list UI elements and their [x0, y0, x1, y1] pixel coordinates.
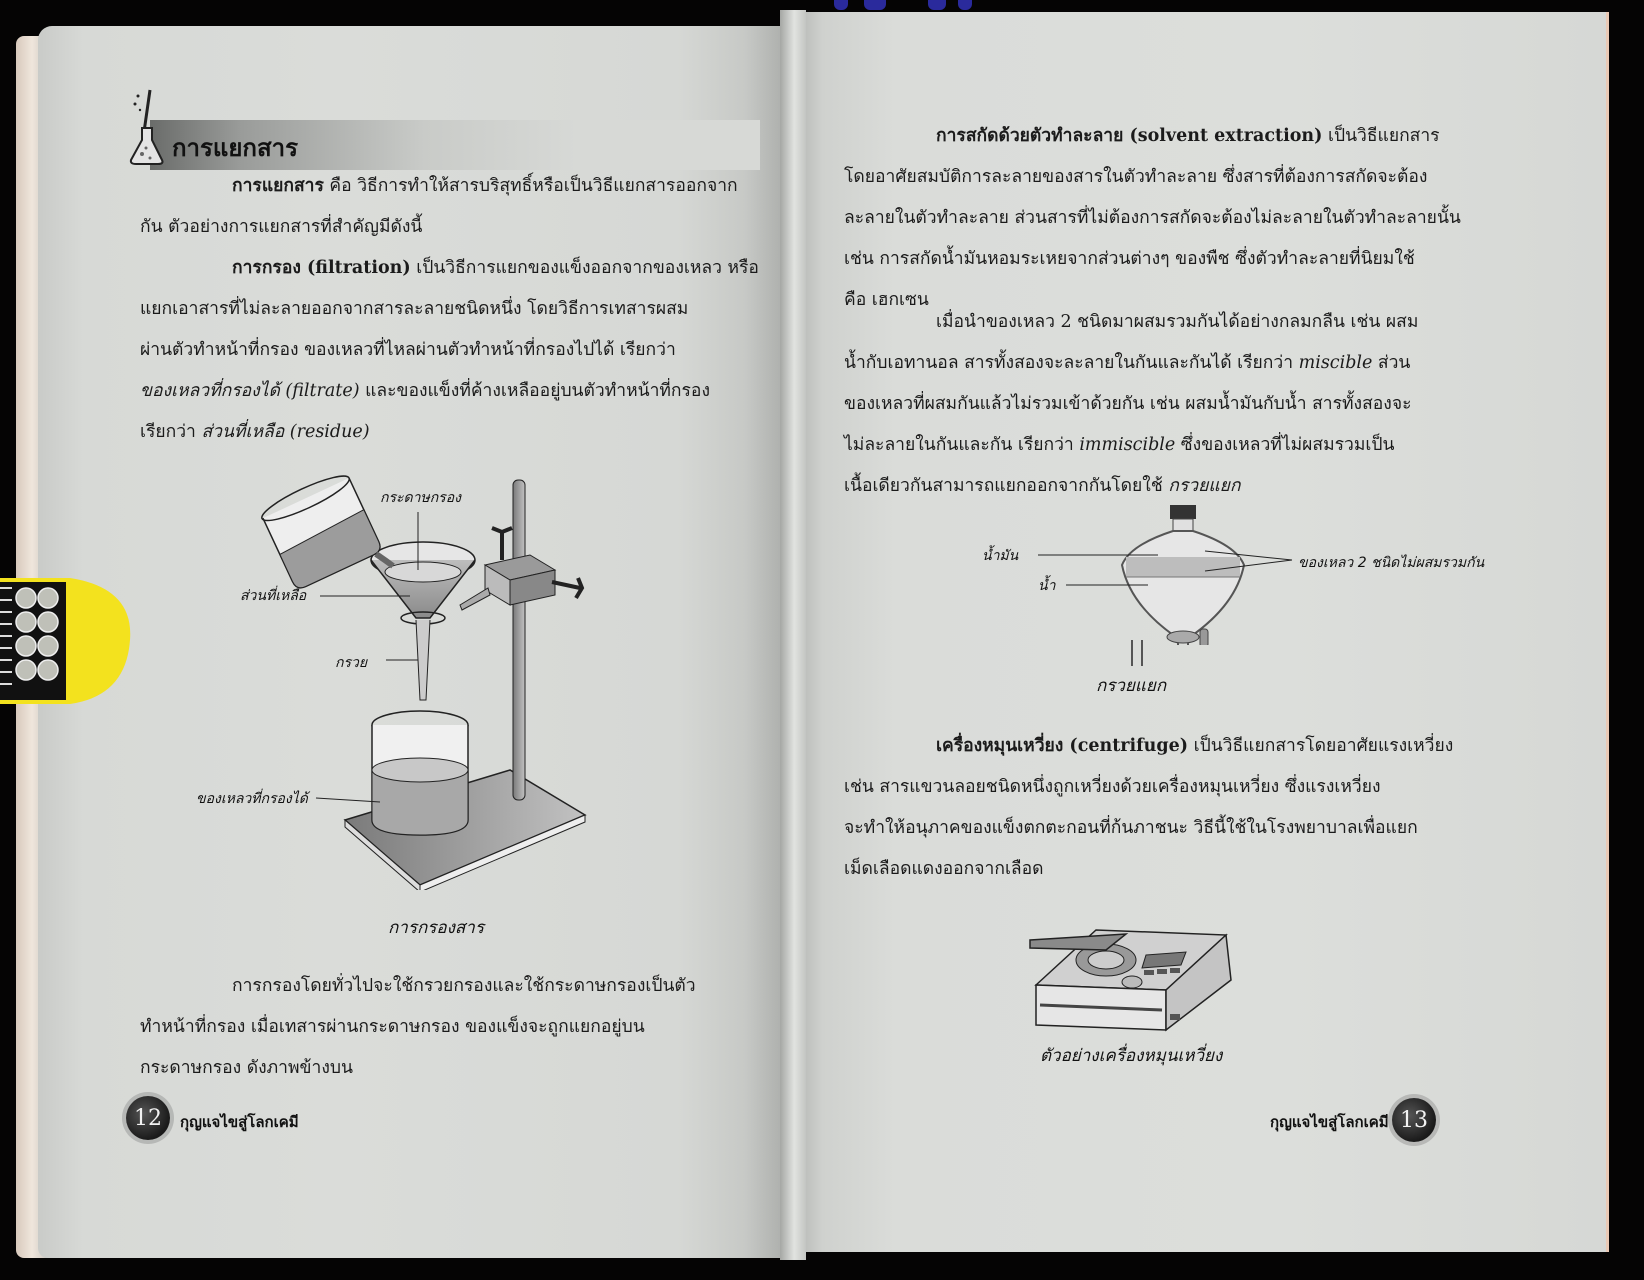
separatory-funnel-stem [1131, 640, 1143, 666]
para-line: เนื้อเดียวกันสามารถแยกออกจากกันโดยใช้ [844, 476, 1169, 496]
para-line: เช่น การสกัดน้ำมันหอมระเหยจากส่วนต่างๆ ข… [844, 249, 1415, 269]
para-line: เป็นวิธีการแยกของแข็งออกจากของเหลว หรือ [410, 258, 759, 278]
term-filtration: การกรอง (filtration) [232, 258, 411, 278]
label-funnel: กรวย [335, 655, 368, 671]
para-line: เม็ดเลือดแดงออกจากเลือด [844, 859, 1044, 879]
term-immiscible: immiscible [1079, 435, 1176, 455]
book-spine [780, 10, 806, 1260]
caption-separatory-funnel: กรวยแยก [1096, 676, 1167, 696]
book-title-right: กุญแจไขสู่โลกเคมี [1270, 1113, 1389, 1131]
para-line: คือ เฮกเซน [844, 290, 929, 310]
term-filtrate: ของเหลวที่กรองได้ (filtrate) [140, 381, 360, 401]
chapter-title: การแยกสาร [172, 134, 298, 162]
term-residue: ส่วนที่เหลือ (residue) [201, 422, 370, 442]
intro-line: กัน ตัวอย่างการแยกสารที่สำคัญมีดังนี้ [140, 217, 423, 237]
para-line: ละลายในตัวทำละลาย ส่วนสารที่ไม่ต้องการสก… [844, 208, 1461, 228]
label-filter-paper: กระดาษกรอง [380, 490, 461, 506]
para-line: เรียกว่า [140, 422, 202, 442]
separatory-funnel-illustration [1038, 505, 1293, 645]
para-line: โดยอาศัยสมบัติการละลายของสารในตัวทำละลาย… [844, 167, 1428, 187]
caption-centrifuge: ตัวอย่างเครื่องหมุนเหวี่ยง [1040, 1046, 1223, 1066]
para-line: แยกเอาสารที่ไม่ละลายออกจากสารละลายชนิดหน… [140, 299, 689, 319]
para-line: ส่วน [1372, 353, 1411, 373]
filtration-paragraph: การกรอง (filtration) เป็นวิธีการแยกของแข… [140, 248, 775, 453]
solvent-extraction-paragraph: การสกัดด้วยตัวทำละลาย (solvent extractio… [844, 116, 1500, 321]
left-page [38, 26, 790, 1258]
label-water: น้ำ [1038, 578, 1056, 594]
label-oil: น้ำมัน [982, 548, 1019, 564]
para-line: เมื่อนำของเหลว 2 ชนิดมาผสมรวมกันได้อย่าง… [936, 312, 1419, 332]
filtration-apparatus-illustration [261, 475, 587, 890]
chapter-header-band [150, 120, 760, 170]
term-solvent-extraction: การสกัดด้วยตัวทำละลาย (solvent extractio… [936, 126, 1323, 146]
page-number-right: 13 [1392, 1098, 1436, 1142]
centrifuge-illustration [1029, 929, 1232, 1032]
term-centrifuge: เครื่องหมุนเหวี่ยง (centrifuge) [936, 736, 1189, 756]
term-separation: การแยกสาร [232, 176, 324, 196]
intro-line: คือ วิธีการทำให้สารบริสุทธิ์หรือเป็นวิธี… [323, 176, 738, 196]
term-separatory-funnel: กรวยแยก [1168, 476, 1241, 496]
para-line: เป็นวิธีแยกสาร [1322, 126, 1440, 146]
intro-paragraph: การแยกสาร คือ วิธีการทำให้สารบริสุทธิ์หร… [140, 166, 775, 248]
para-line: ซึ่งของเหลวที่ไม่ผสมรวมเป็น [1175, 435, 1395, 455]
para-line: กระดาษกรอง ดังภาพข้างบน [140, 1058, 353, 1078]
label-filtrate: ของเหลวที่กรองได้ [196, 791, 308, 807]
para-line: และของแข็งที่ค้างเหลืออยู่บนตัวทำหน้าที่… [359, 381, 710, 401]
ink-marks [830, 0, 990, 14]
para-line: จะทำให้อนุภาคของแข็งตกตะกอนที่ก้นภาชนะ ว… [844, 818, 1418, 838]
para-line: ไม่ละลายในกันและกัน เรียกว่า [844, 435, 1080, 455]
flask-icon [129, 89, 164, 165]
para-line: การกรองโดยทั่วไปจะใช้กรวยกรองและใช้กระดา… [232, 976, 696, 996]
centrifuge-paragraph: เครื่องหมุนเหวี่ยง (centrifuge) เป็นวิธี… [844, 726, 1500, 890]
para-line: น้ำกับเอทานอล สารทั้งสองจะละลายในกันและก… [844, 353, 1299, 373]
term-miscible: miscible [1298, 353, 1373, 373]
closing-paragraph: การกรองโดยทั่วไปจะใช้กรวยกรองและใช้กระดา… [140, 966, 775, 1089]
book-title-left: กุญแจไขสู่โลกเคมี [180, 1113, 299, 1131]
para-line: เช่น สารแขวนลอยชนิดหนึ่งถูกเหวี่ยงด้วยเค… [844, 777, 1381, 797]
para-line: เป็นวิธีแยกสารโดยอาศัยแรงเหวี่ยง [1188, 736, 1454, 756]
page-number-left: 12 [126, 1096, 170, 1140]
para-line: ของเหลวที่ผสมกันแล้วไม่รวมเข้าด้วยกัน เช… [844, 394, 1412, 414]
para-line: ทำหน้าที่กรอง เมื่อเทสารผ่านกระดาษกรอง ข… [140, 1017, 645, 1037]
miscibility-paragraph: เมื่อนำของเหลว 2 ชนิดมาผสมรวมกันได้อย่าง… [844, 302, 1500, 507]
para-line: ผ่านตัวทำหน้าที่กรอง ของเหลวที่ไหลผ่านตั… [140, 340, 676, 360]
label-immiscible-liquids: ของเหลว 2 ชนิดไม่ผสมรวมกัน [1298, 555, 1485, 571]
label-residue: ส่วนที่เหลือ [240, 588, 307, 604]
caption-filtration: การกรองสาร [388, 918, 484, 938]
bookmark-clip [0, 578, 131, 704]
